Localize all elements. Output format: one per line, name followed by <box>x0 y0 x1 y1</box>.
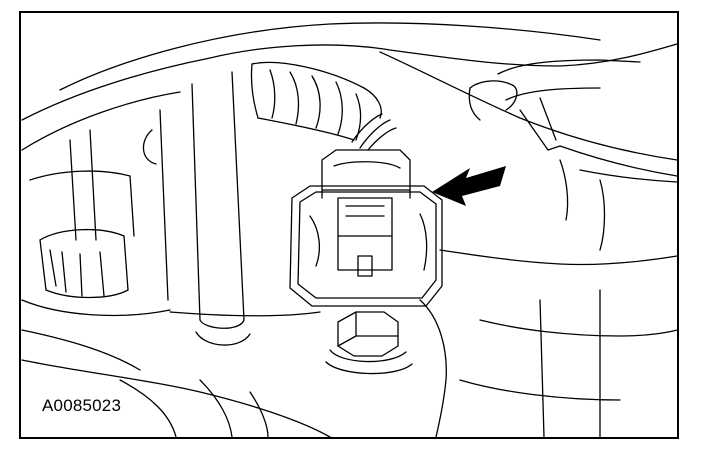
right-bracket <box>497 59 678 251</box>
arrow-pointer-icon <box>432 166 506 206</box>
illustration-frame <box>19 11 679 439</box>
electrical-connector <box>289 149 443 307</box>
wire-harness <box>250 61 397 151</box>
left-mechanism <box>21 129 171 371</box>
figure-id-label: A0085023 <box>42 396 122 415</box>
lower-body <box>21 249 678 438</box>
upper-housing <box>21 22 678 161</box>
mounting-bolt <box>325 311 413 375</box>
vertical-pipe <box>142 71 251 346</box>
